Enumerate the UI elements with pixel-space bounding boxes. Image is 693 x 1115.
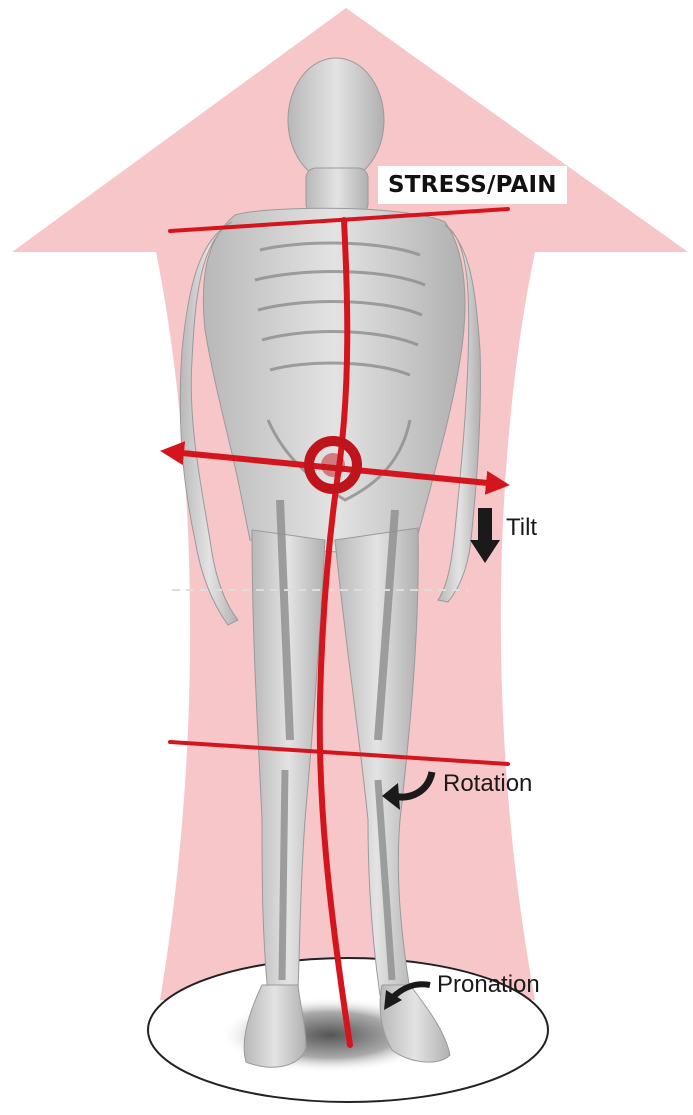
pronation-label: Pronation	[437, 971, 540, 999]
stress-pain-label-box: STRESS/PAIN	[378, 166, 567, 204]
tilt-label: Tilt	[506, 514, 537, 542]
stress-pain-title: STRESS/PAIN	[388, 172, 557, 198]
rotation-label: Rotation	[443, 770, 532, 798]
